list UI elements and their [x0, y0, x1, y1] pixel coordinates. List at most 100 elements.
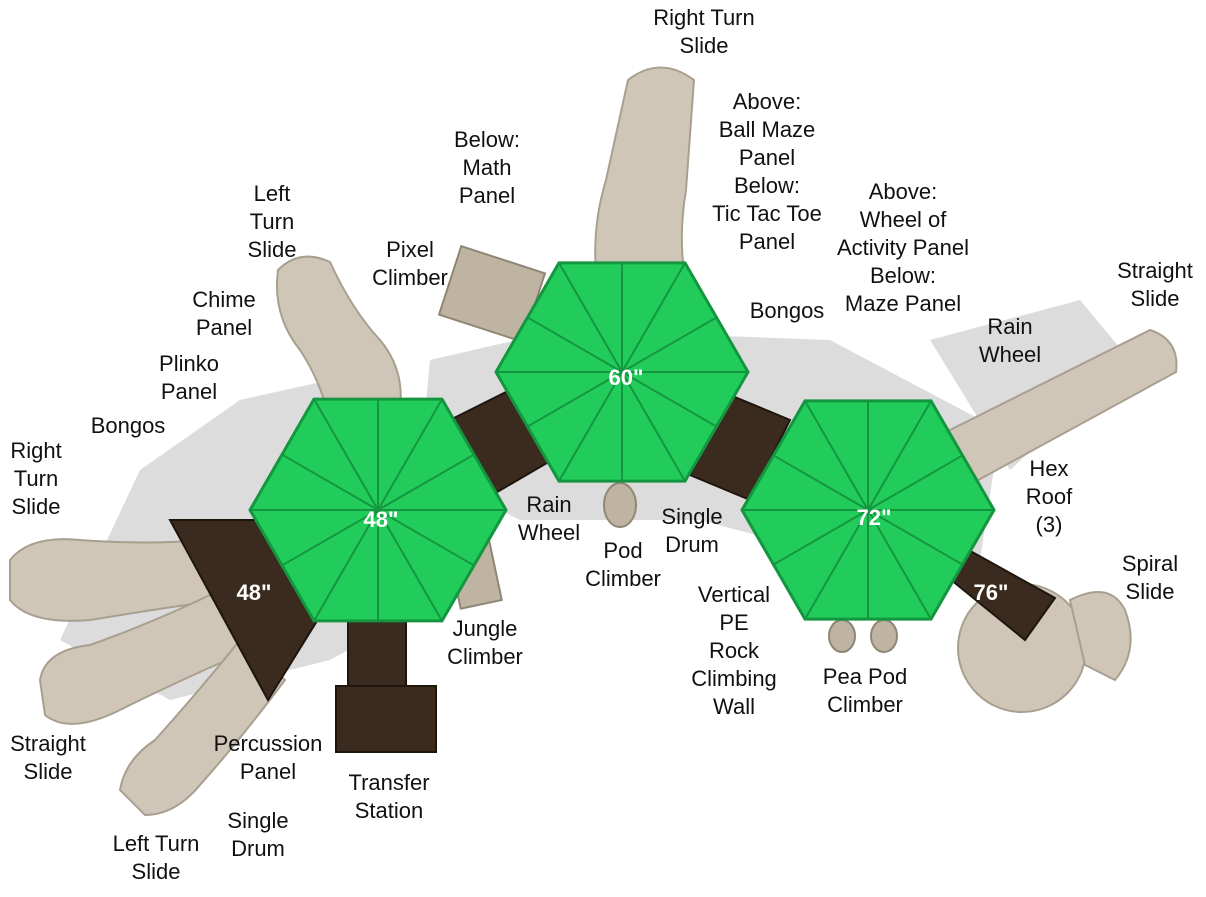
label-line: Plinko [159, 351, 219, 376]
label-line: Activity Panel [836, 235, 970, 260]
hex-roofs [248, 261, 996, 623]
label-line: Jungle [452, 616, 518, 641]
label-line: Hex [1029, 456, 1069, 481]
label-line: Climbing [691, 666, 777, 691]
straight-slide-right-chute [928, 328, 1178, 492]
right-shadow [930, 300, 1130, 470]
label-line: Single [661, 504, 723, 529]
spiral-slide-exit [1068, 591, 1132, 682]
label-line: Drum [665, 532, 719, 557]
label-line: Slide [247, 237, 297, 262]
right-roof-rib [772, 509, 869, 566]
label-line: Panel [738, 229, 796, 254]
label-line: Climber [585, 566, 661, 591]
right-roof-rib [804, 509, 869, 620]
label-line: Chime [192, 287, 256, 312]
label-line: Ball Maze [718, 117, 816, 142]
label-line: Bongos [90, 413, 166, 438]
label-line: Wheel [517, 520, 581, 545]
left-turn-slide-bottom-chute [118, 638, 287, 817]
left-roof-rib [281, 453, 379, 511]
label-line: Slide [1125, 579, 1175, 604]
pea-pod-climber-left [828, 619, 856, 653]
label-line: Below: [453, 127, 521, 152]
right-roof-rib [867, 400, 932, 511]
label-bongos-left: Bongos [91, 412, 166, 440]
label-line: Pea Pod [822, 664, 908, 689]
label-line: Left Turn [112, 831, 200, 856]
label-line: Station [354, 798, 424, 823]
label-line: Slide [11, 494, 61, 519]
label-line: Wheel [978, 342, 1042, 367]
label-line: Bongos [749, 298, 825, 323]
center-roof-rib [558, 371, 623, 482]
center-roof-rib [526, 316, 623, 373]
label-line: Panel [160, 379, 218, 404]
transfer-station-platform [335, 685, 437, 753]
left-turn-slide-top-chute [275, 255, 402, 422]
label-line: Single [227, 808, 289, 833]
label-line: Wall [713, 694, 755, 719]
label-line: Rain [526, 492, 572, 517]
label-line: Roof [1025, 484, 1073, 509]
label-line: Rain [987, 314, 1033, 339]
label-line: Pod [603, 538, 643, 563]
label-line: Spiral [1121, 551, 1179, 576]
label-line: Slide [1130, 286, 1180, 311]
center-roof-rib [558, 262, 623, 373]
right-roof-rib [867, 509, 932, 620]
label-line: Below: [869, 263, 937, 288]
label-line: Panel [738, 145, 796, 170]
label-line: Climber [827, 692, 903, 717]
label-line: Right [10, 438, 62, 463]
label-line: Straight [1117, 258, 1193, 283]
left-roof-rib [377, 398, 443, 511]
center-roof-rib [621, 371, 686, 482]
label-line: Drum [231, 836, 285, 861]
label-line: Maze Panel [844, 291, 962, 316]
right-roof-rib [867, 454, 964, 511]
center-roof-rib [621, 262, 686, 373]
label-line: Climber [372, 265, 448, 290]
label-line: Transfer [348, 770, 430, 795]
label-line: Turn [249, 209, 295, 234]
label-line: Tic Tac Toe [712, 201, 822, 226]
center-roof-rib [526, 371, 623, 428]
center-roof-rib [621, 316, 718, 373]
left-roof-rib [377, 509, 443, 622]
label-line: Panel [195, 315, 253, 340]
right-roof-hex [740, 399, 996, 621]
label-bongos-center: Bongos [750, 297, 825, 325]
right-deck-size: 76" [974, 580, 1009, 605]
slides [9, 66, 1178, 817]
label-line: Above: [868, 179, 938, 204]
label-line: Above: [732, 89, 802, 114]
climbers [437, 244, 898, 653]
label-line: Percussion [213, 731, 323, 756]
label-line: (3) [1035, 512, 1063, 537]
label-line: Climber [447, 644, 523, 669]
label-line: Right Turn [653, 5, 755, 30]
label-line: Slide [131, 859, 181, 884]
label-line: Left [253, 181, 291, 206]
label-line: Wheel of [859, 207, 947, 232]
label-line: Below: [733, 173, 801, 198]
label-line: Pixel [386, 237, 434, 262]
